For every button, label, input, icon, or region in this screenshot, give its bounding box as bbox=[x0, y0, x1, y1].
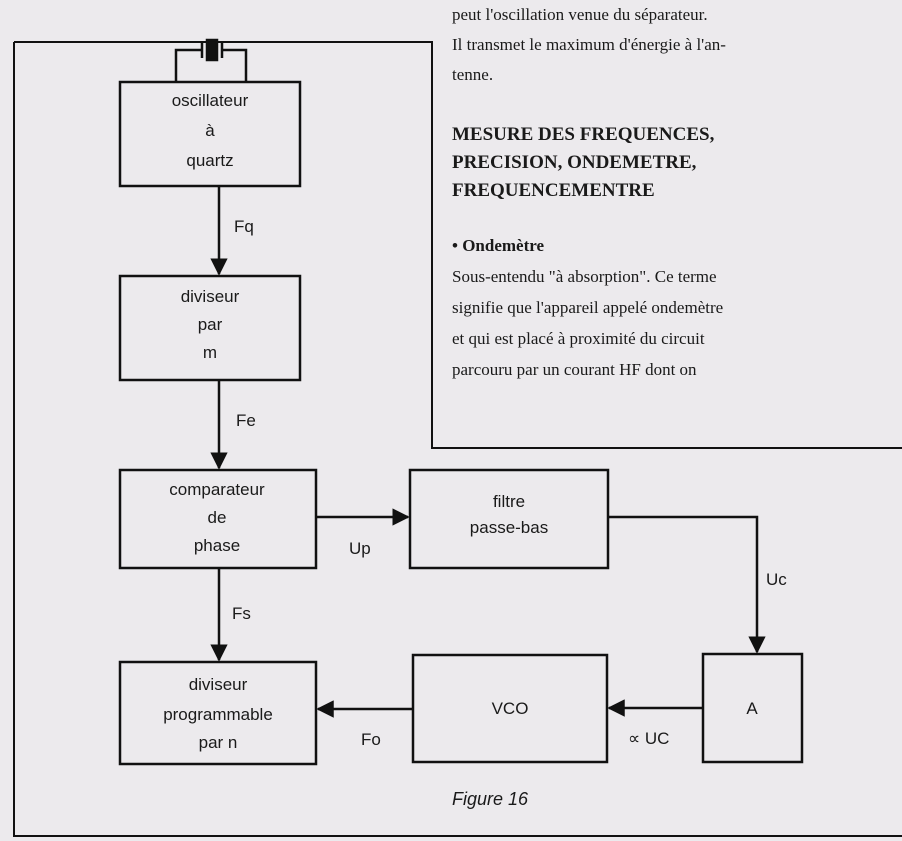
oscillator-label-line-1: oscillateur bbox=[172, 91, 249, 110]
oscillator-label-line-3: quartz bbox=[186, 151, 233, 170]
divider-n-label-line-1: diviseur bbox=[189, 675, 248, 694]
intro-line-2: Il transmet le maximum d'énergie à l'an- bbox=[452, 35, 726, 54]
signal-label-uc: Uc bbox=[766, 570, 787, 589]
amplifier-label: A bbox=[746, 699, 758, 718]
signal-label-fe: Fe bbox=[236, 411, 256, 430]
divider-m-block bbox=[118, 274, 302, 382]
intro-line-3: tenne. bbox=[452, 65, 493, 84]
oscillator-block bbox=[118, 80, 302, 188]
body-line-3: et qui est placé à proximité du circuit bbox=[452, 329, 705, 348]
vco-label: VCO bbox=[492, 699, 529, 718]
divider-n-label-line-2: programmable bbox=[163, 705, 273, 724]
divider-n-label-line-3: par n bbox=[199, 733, 238, 752]
oscillator-label-line-2: à bbox=[205, 121, 215, 140]
signal-label-fq: Fq bbox=[234, 217, 254, 236]
body-line-2: signifie que l'appareil appelé ondemètre bbox=[452, 298, 723, 317]
divider-n-block bbox=[118, 660, 318, 766]
lowpass-filter-block bbox=[408, 468, 610, 570]
divider-m-label-line-3: m bbox=[203, 343, 217, 362]
divider-m-label-line-1: diviseur bbox=[181, 287, 240, 306]
intro-line-1: peut l'oscillation venue du séparateur. bbox=[452, 5, 708, 24]
subsection-heading: • Ondemètre bbox=[452, 236, 544, 255]
signal-label-alpha-uc: ∝ UC bbox=[628, 729, 669, 748]
figure-caption: Figure 16 bbox=[452, 789, 529, 809]
comparator-label-line-3: phase bbox=[194, 536, 240, 555]
body-line-1: Sous-entendu "à absorption". Ce terme bbox=[452, 267, 717, 286]
section-heading-line-2: PRECISION, ONDEMETRE, bbox=[452, 152, 697, 173]
lowpass-label-line-1: filtre bbox=[493, 492, 525, 511]
quartz-crystal-icon bbox=[174, 38, 248, 82]
section-heading-line-1: MESURE DES FREQUENCES, bbox=[452, 124, 715, 145]
comparator-label-line-2: de bbox=[208, 508, 227, 527]
body-line-4: parcouru par un courant HF dont on bbox=[452, 360, 697, 379]
section-heading-line-3: FREQUENCEMENTRE bbox=[452, 180, 655, 201]
divider-m-label-line-2: par bbox=[198, 315, 223, 334]
signal-label-up: Up bbox=[349, 539, 371, 558]
signal-label-fo: Fo bbox=[361, 730, 381, 749]
lowpass-label-line-2: passe-bas bbox=[470, 518, 548, 537]
comparator-label-line-1: comparateur bbox=[169, 480, 265, 499]
arrow-uc bbox=[608, 515, 766, 654]
article-text-block: peut l'oscillation venue du séparateur. … bbox=[452, 5, 726, 379]
signal-label-fs: Fs bbox=[232, 604, 251, 623]
